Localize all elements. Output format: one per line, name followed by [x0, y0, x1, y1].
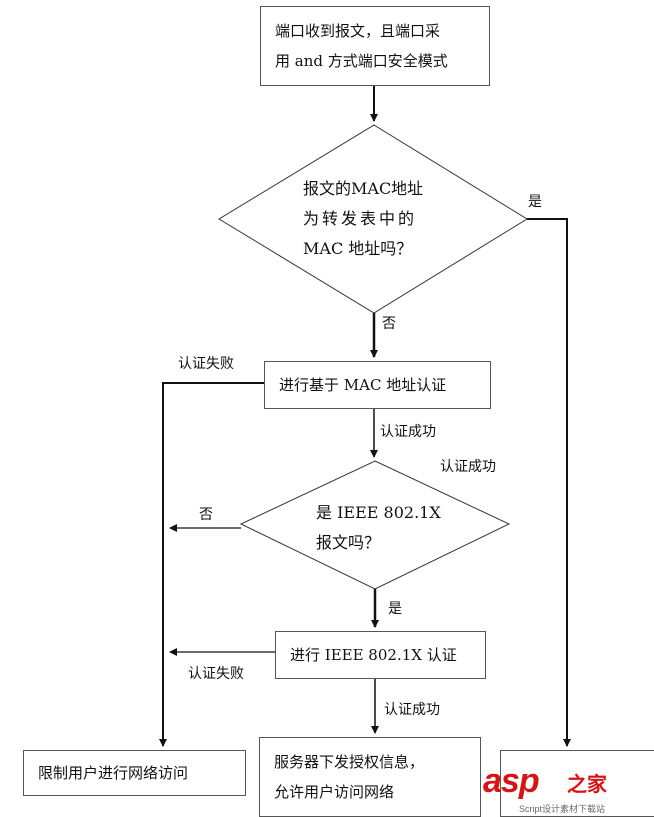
decision-mac-line-1: 报文的MAC地址 — [303, 179, 424, 198]
server-box: 服务器下发授权信息， 允许用户访问网络 — [259, 737, 481, 817]
mac-auth-label: 进行基于 MAC 地址认证 — [279, 376, 447, 394]
dot1x-auth-box: 进行 IEEE 802.1X 认证 — [275, 631, 486, 679]
decision-8021x-line-1: 是 IEEE 802.1X — [316, 503, 441, 522]
start-line-2: 用 and 方式端口安全模式 — [275, 52, 448, 70]
mac-auth-box: 进行基于 MAC 地址认证 — [264, 361, 491, 409]
label-success-mac-right: 认证成功 — [440, 459, 496, 475]
watermark-logo: asp 之家 Script设计素材下载站 — [483, 758, 654, 817]
watermark-brand: asp — [483, 762, 540, 800]
label-success-8021x: 认证成功 — [384, 702, 440, 718]
watermark-sub: Script设计素材下载站 — [519, 804, 606, 814]
decision-8021x-line-2: 报文吗？ — [316, 533, 381, 552]
decision-mac-text: 报文的MAC地址 为转发表中的 MAC 地址吗？ — [285, 174, 483, 264]
server-line-1: 服务器下发授权信息， — [274, 753, 425, 771]
label-fail-8021x: 认证失败 — [188, 666, 244, 682]
start-box: 端口收到报文，且端口采 用 and 方式端口安全模式 — [260, 6, 490, 86]
server-line-2: 允许用户访问网络 — [274, 783, 395, 801]
dot1x-auth-label: 进行 IEEE 802.1X 认证 — [290, 646, 457, 664]
restrict-box: 限制用户进行网络访问 — [23, 750, 246, 796]
start-line-1: 端口收到报文，且端口采 — [275, 22, 441, 40]
label-fail-mac: 认证失败 — [178, 356, 234, 372]
label-no-8021x: 否 — [199, 507, 213, 523]
label-no-mac: 否 — [382, 316, 396, 332]
label-yes-mac: 是 — [528, 194, 542, 210]
label-success-mac: 认证成功 — [380, 424, 436, 440]
decision-mac-line-3: MAC 地址吗？ — [303, 239, 413, 258]
label-yes-8021x: 是 — [388, 601, 402, 617]
decision-mac-line-2: 为转发表中的 — [303, 209, 418, 228]
decision-8021x-text: 是 IEEE 802.1X 报文吗？ — [300, 498, 466, 558]
watermark-cn: 之家 — [567, 774, 607, 796]
restrict-label: 限制用户进行网络访问 — [38, 764, 189, 782]
